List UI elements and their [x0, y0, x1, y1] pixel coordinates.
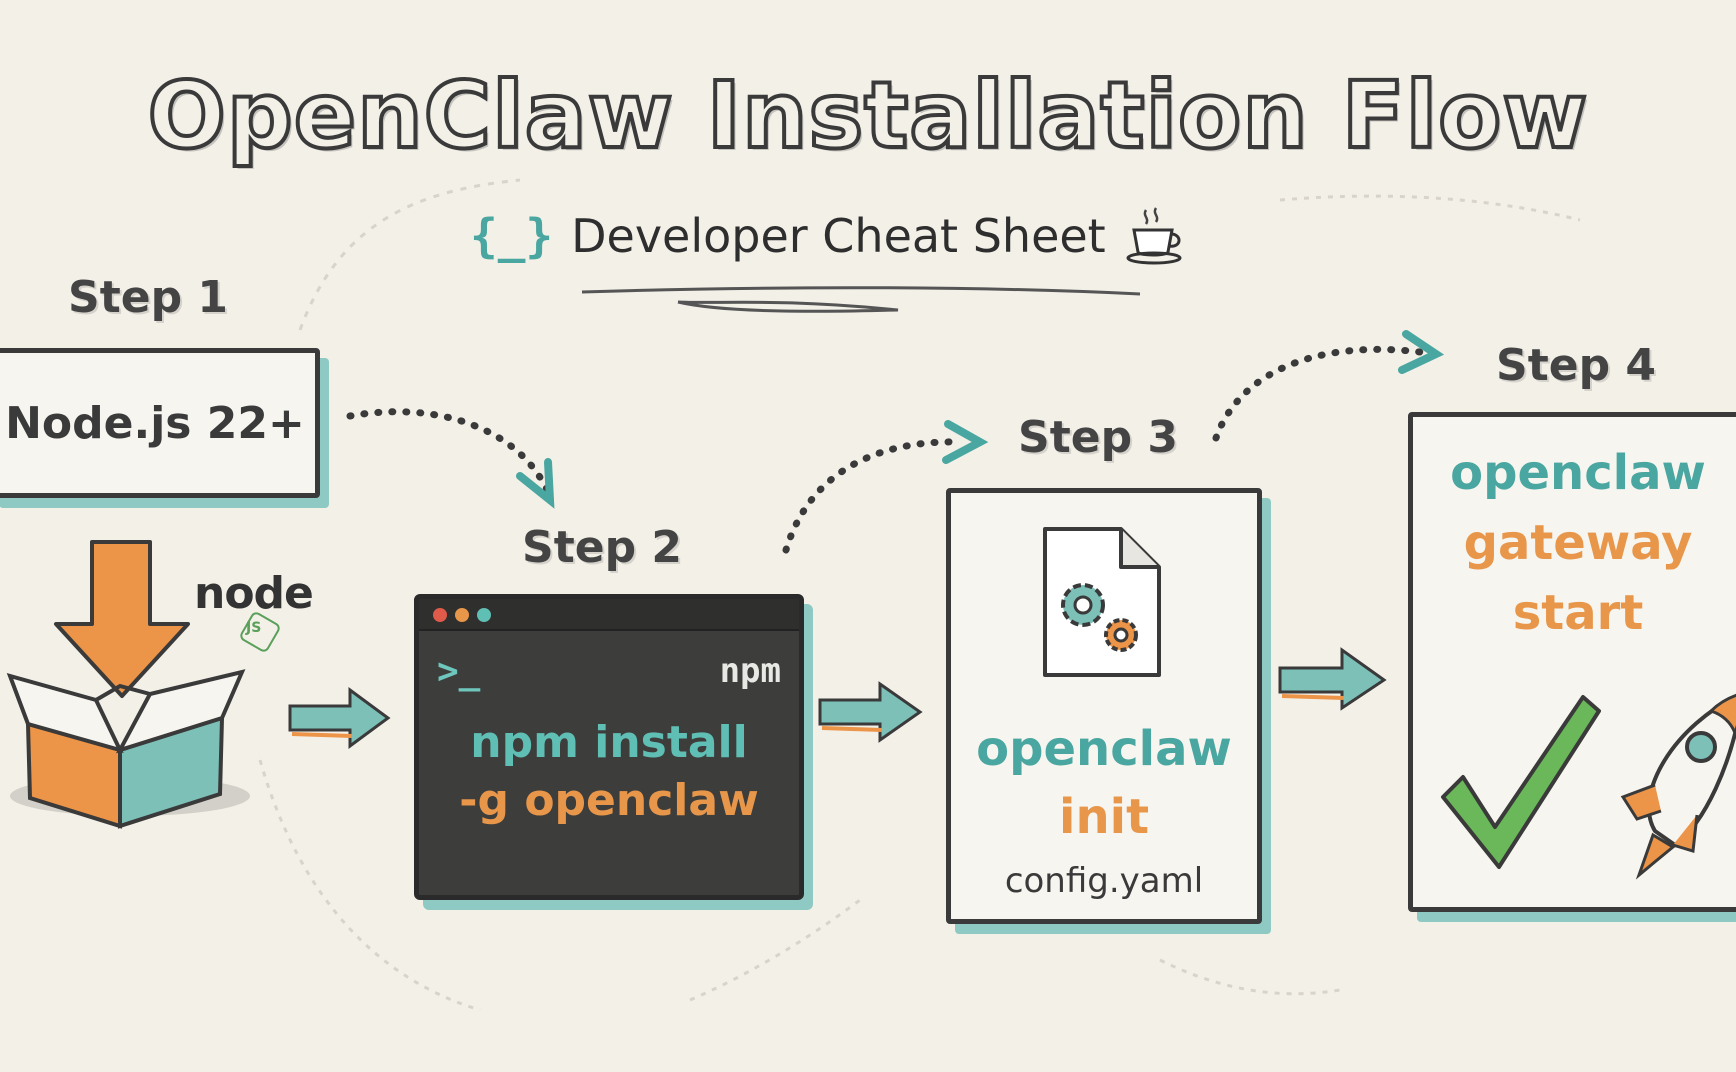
start-command-line-3: start — [1512, 585, 1644, 641]
step-2-label: Step 2 — [522, 522, 682, 573]
step-1-requirement: Node.js 22+ — [5, 397, 305, 449]
terminal-prompt-icon: >_ — [437, 651, 481, 692]
node-logo: node — [194, 568, 314, 619]
step-1-label: Step 1 — [68, 272, 228, 323]
subtitle-row: {_} Developer Cheat Sheet — [470, 206, 1188, 266]
subtitle-underline — [581, 286, 1141, 313]
minimize-dot-icon — [455, 608, 469, 622]
start-command-line-1: openclaw — [1450, 445, 1706, 501]
step-1-box: Node.js 22+ — [0, 348, 320, 498]
terminal-title-bar — [419, 599, 799, 631]
coffee-cup-icon — [1126, 207, 1182, 265]
start-command-line-2: gateway — [1463, 515, 1693, 571]
step-4-box: openclaw gateway start — [1408, 412, 1736, 912]
install-command-line-1: npm install — [470, 717, 748, 768]
init-command-line-2: init — [1058, 789, 1150, 845]
box-icon — [6, 669, 250, 829]
node-js-badge-text: JS — [246, 620, 262, 636]
install-command-line-2: -g openclaw — [459, 775, 759, 826]
init-command-line-1: openclaw — [976, 721, 1232, 777]
step-3-box: openclaw init config.yaml — [946, 488, 1262, 924]
config-file-gears-icon — [1043, 527, 1161, 677]
download-arrow-icon — [54, 540, 190, 698]
block-arrow-1-2 — [288, 687, 391, 749]
step-3-label: Step 3 — [1018, 412, 1178, 463]
dotted-arrow-3-4 — [1212, 346, 1424, 442]
block-arrow-2-3 — [818, 681, 923, 743]
checkmark-icon — [1441, 695, 1601, 869]
maximize-dot-icon — [477, 608, 491, 622]
npm-logo: npm — [719, 651, 781, 691]
block-arrow-3-4 — [1278, 647, 1387, 711]
step-1-illustration — [6, 540, 250, 829]
rocket-icon — [1620, 693, 1736, 880]
code-braces-icon: {_} — [470, 209, 554, 263]
dotted-arrow-1-2 — [346, 408, 552, 496]
terminal-window: >_ npm npm install -g openclaw — [414, 594, 804, 900]
subtitle: Developer Cheat Sheet — [571, 209, 1106, 263]
page-title: OpenClaw Installation Flow — [146, 60, 1590, 171]
step-4-label: Step 4 — [1496, 340, 1656, 391]
config-filename: config.yaml — [1004, 861, 1204, 901]
close-dot-icon — [433, 608, 447, 622]
dotted-arrow-2-3 — [782, 438, 964, 554]
